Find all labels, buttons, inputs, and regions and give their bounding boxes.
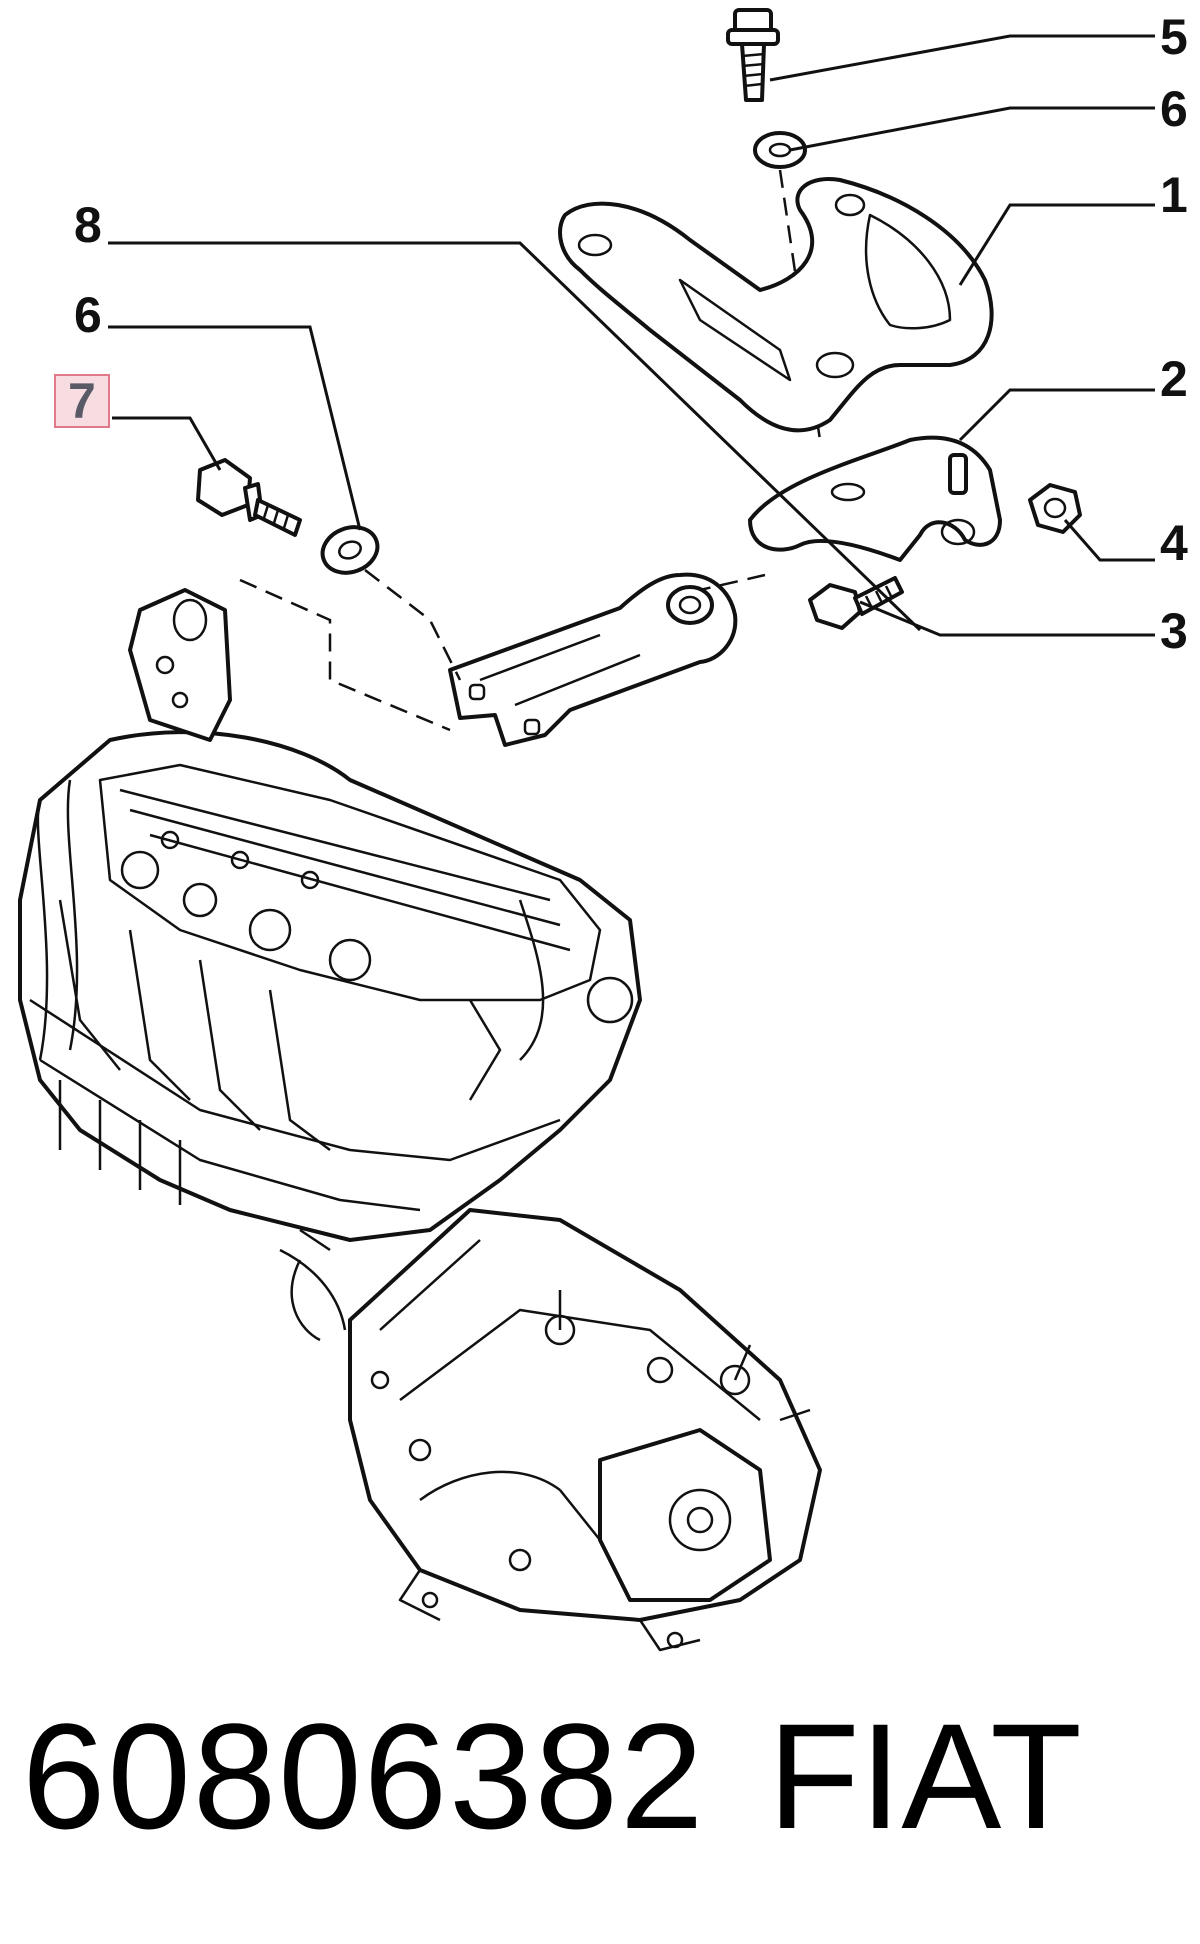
callout-7-highlight[interactable]: 7 xyxy=(54,373,110,429)
callout-5: 5 xyxy=(1160,9,1188,65)
callout-2: 2 xyxy=(1160,351,1188,407)
bolt-part-5 xyxy=(726,8,780,102)
callout-7-highlight-box xyxy=(54,374,110,428)
callout-8: 8 xyxy=(74,197,102,253)
leader-lines xyxy=(108,34,1155,637)
washer-part-6-left xyxy=(320,525,380,575)
engine-assembly xyxy=(18,588,822,1652)
part-number: 60806382 xyxy=(22,1692,706,1860)
mount-part-2 xyxy=(748,435,1002,562)
nut-part-4 xyxy=(1028,483,1082,534)
axis-line-left xyxy=(239,569,766,732)
callout-4: 4 xyxy=(1160,515,1188,571)
callout-6-top: 6 xyxy=(1160,81,1188,137)
bolt-part-3 xyxy=(808,576,904,630)
bracket-part-1 xyxy=(558,177,994,433)
brand-name: FIAT xyxy=(768,1692,1082,1860)
callout-3: 3 xyxy=(1160,603,1188,659)
callout-1: 1 xyxy=(1160,167,1188,223)
bolt-part-7 xyxy=(196,458,302,537)
callout-6-left: 6 xyxy=(74,287,102,343)
torque-rod-part-8 xyxy=(448,572,738,747)
callout-7: 7 xyxy=(68,373,96,429)
washer-part-6-top xyxy=(753,131,807,169)
